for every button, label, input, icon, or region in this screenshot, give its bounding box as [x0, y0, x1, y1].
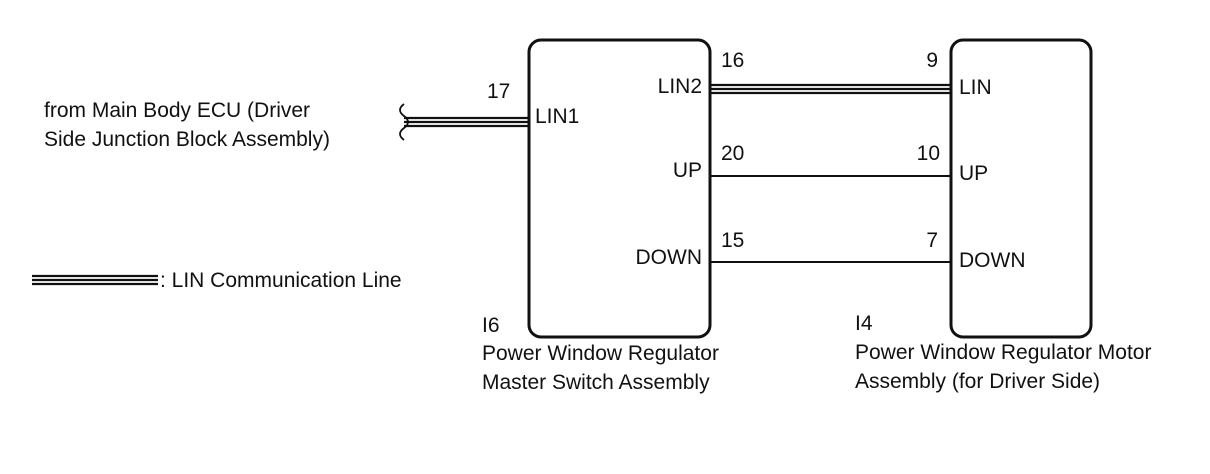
- master-lin2-label: LIN2: [658, 75, 702, 98]
- lin1-pin-number: 17: [487, 80, 510, 103]
- master-switch-name-line2: Master Switch Assembly: [482, 371, 710, 394]
- master-switch-name-line1: Power Window Regulator: [482, 342, 719, 365]
- motor-up-pin-number: 10: [917, 142, 940, 165]
- source-label-line1: from Main Body ECU (Driver: [44, 99, 310, 122]
- lin1-communication-line: [404, 116, 529, 128]
- master-down-label: DOWN: [636, 246, 703, 269]
- legend-label: : LIN Communication Line: [160, 269, 402, 292]
- master-up-label: UP: [673, 159, 702, 182]
- master-down-pin-number: 15: [721, 229, 744, 252]
- motor-up-label: UP: [959, 162, 988, 185]
- motor-name-line1: Power Window Regulator Motor: [855, 341, 1151, 364]
- motor-code: I4: [855, 312, 873, 335]
- motor-lin-pin-number: 9: [926, 49, 938, 72]
- legend-lin-symbol: [32, 274, 158, 286]
- motor-box: [949, 38, 1093, 339]
- motor-down-pin-number: 7: [926, 229, 938, 252]
- master-switch-box: [527, 38, 712, 339]
- source-label-line2: Side Junction Block Assembly): [44, 128, 330, 151]
- master-up-pin-number: 20: [721, 142, 744, 165]
- motor-lin-label: LIN: [959, 76, 992, 99]
- lin2-pin-number: 16: [721, 49, 744, 72]
- master-switch-code: I6: [482, 314, 500, 337]
- motor-name-line2: Assembly (for Driver Side): [855, 370, 1100, 393]
- lin2-communication-line: [710, 83, 951, 95]
- master-lin1-label: LIN1: [535, 105, 579, 128]
- motor-down-label: DOWN: [959, 249, 1026, 272]
